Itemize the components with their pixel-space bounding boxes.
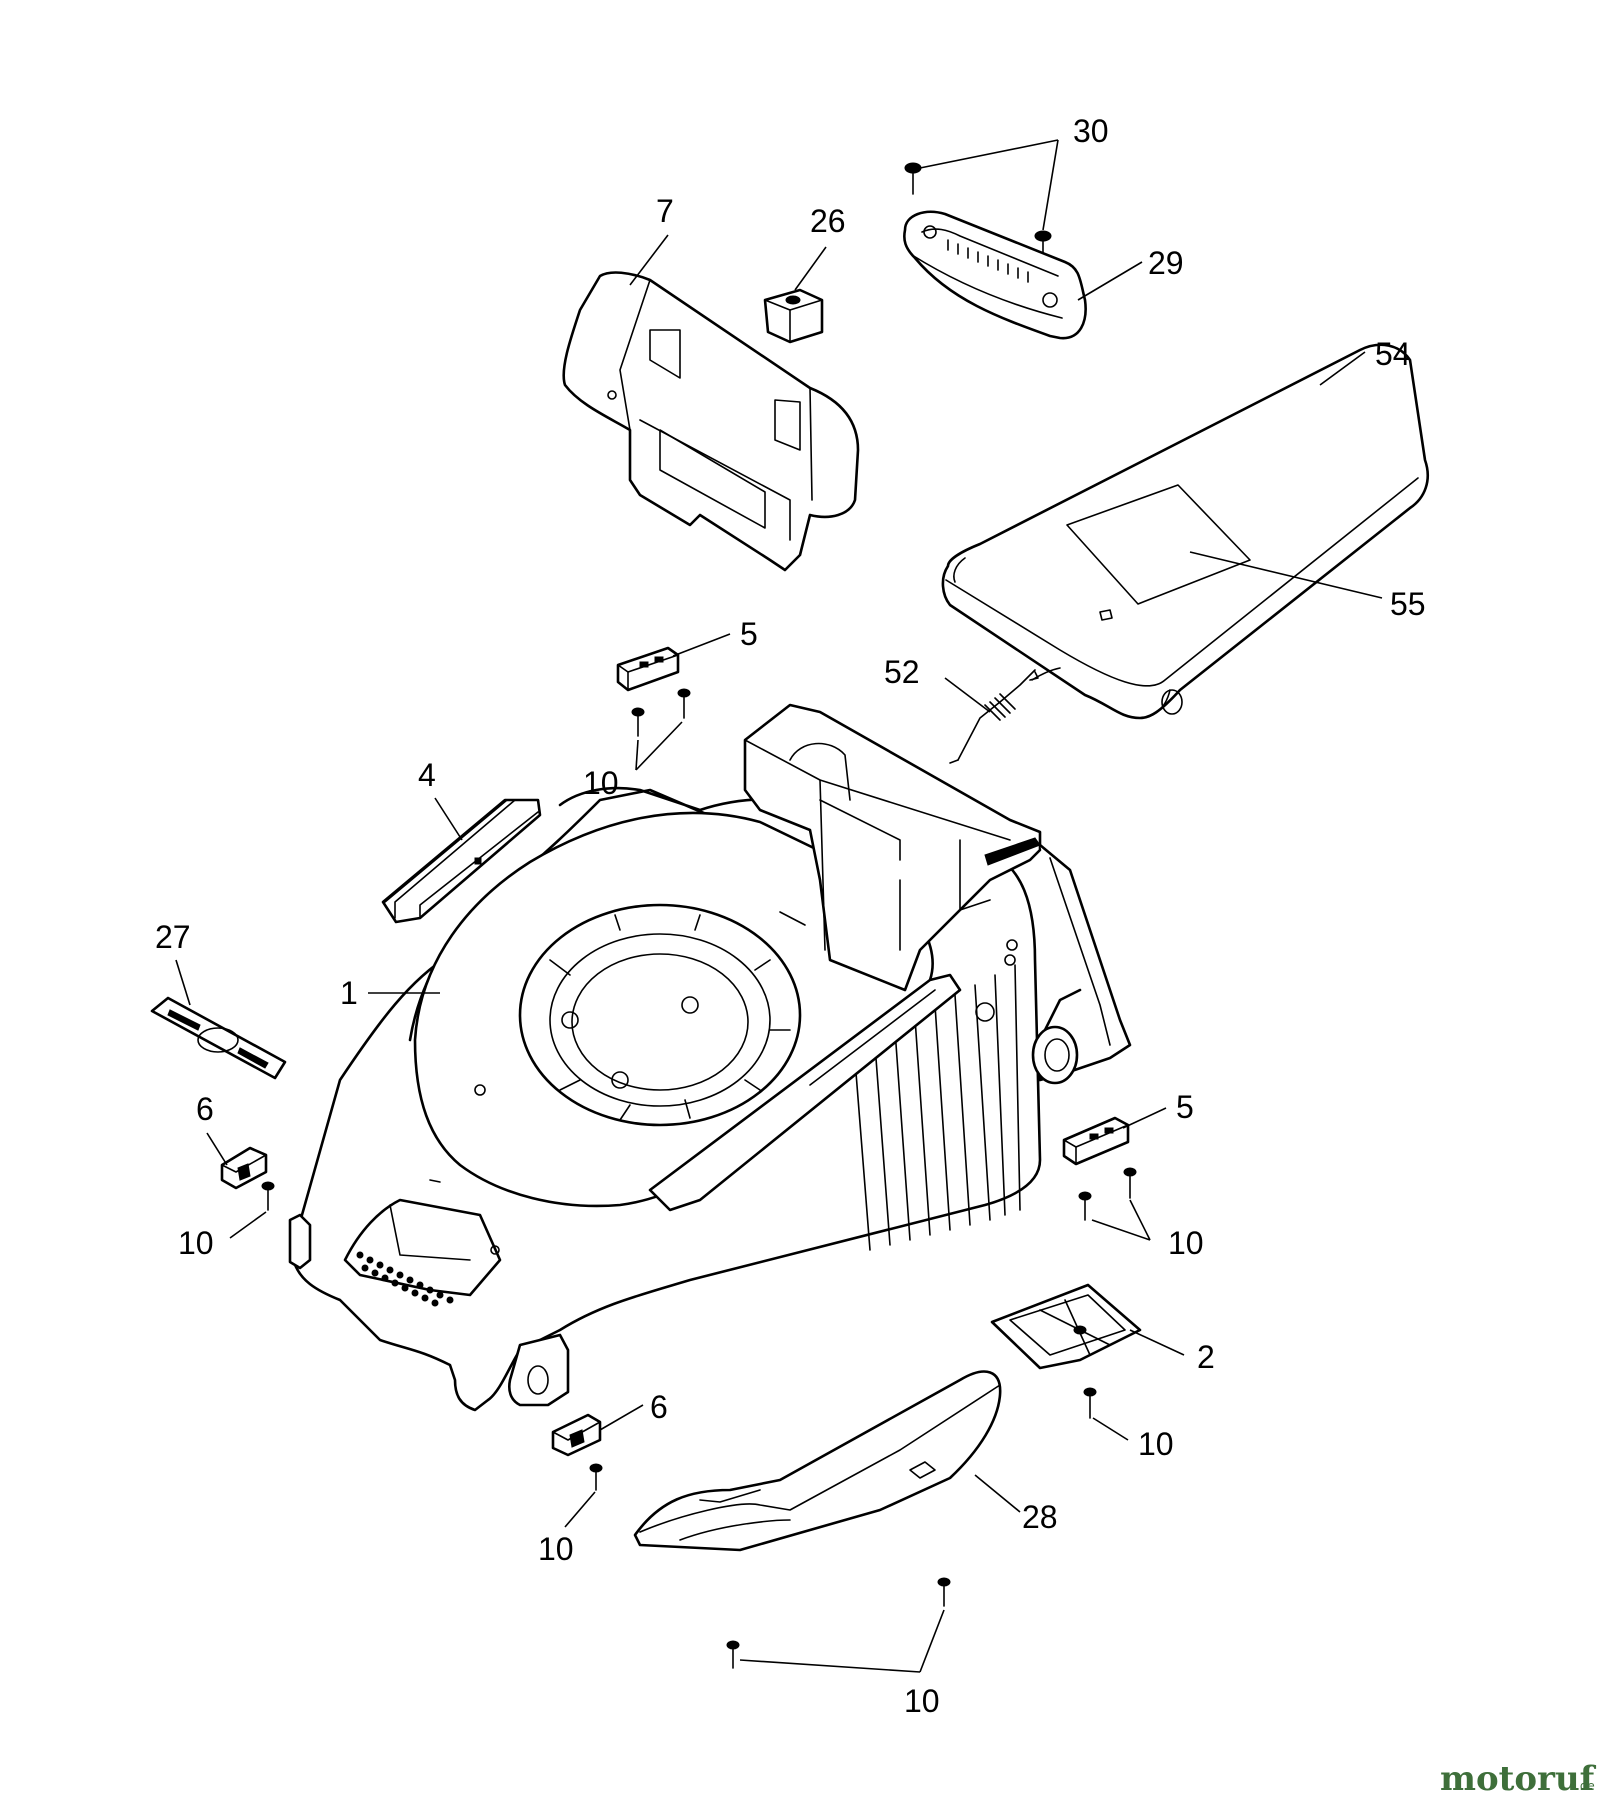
callout-30: 30 <box>1073 113 1109 149</box>
front-vent-dots <box>356 1251 454 1307</box>
callout-10-right: 10 <box>1168 1225 1204 1261</box>
callout-10-upper: 10 <box>583 765 619 801</box>
callout-7: 7 <box>656 193 674 229</box>
callout-6-lower: 6 <box>650 1389 668 1425</box>
part-10-screw-lower-left <box>589 1463 603 1491</box>
callout-labels: 30 7 26 29 54 55 5 52 10 4 27 1 6 5 10 1… <box>155 113 1426 1719</box>
part-10-screws-upper <box>631 688 691 737</box>
callout-10-left: 10 <box>178 1225 214 1261</box>
part-54-lid <box>941 343 1430 720</box>
svg-text:.de: .de <box>1576 1779 1595 1793</box>
part-7-handle-bracket <box>562 271 860 572</box>
callout-28: 28 <box>1022 1499 1058 1535</box>
part-10-screws-bottom <box>726 1577 951 1669</box>
callout-10-bottom: 10 <box>904 1683 940 1719</box>
callout-29: 29 <box>1148 245 1184 281</box>
part-5-clip-lower <box>1062 1116 1130 1166</box>
part-29-handle-grip <box>903 210 1087 340</box>
callout-5-upper: 5 <box>740 616 758 652</box>
part-27-badge-label <box>150 996 287 1080</box>
part-5-clip-upper <box>616 646 680 692</box>
part-6-latch-lower <box>551 1413 602 1457</box>
callout-27: 27 <box>155 919 191 955</box>
callout-2: 2 <box>1197 1339 1215 1375</box>
callout-54: 54 <box>1375 336 1411 372</box>
part-4-side-bar <box>381 798 542 924</box>
motor-ring-fins <box>549 914 791 1121</box>
callout-6-left: 6 <box>196 1091 214 1127</box>
grip-ribs <box>947 239 1029 283</box>
callout-55: 55 <box>1390 586 1426 622</box>
part-28-front-bumper <box>633 1370 1002 1552</box>
part-2-cover-plate <box>990 1283 1142 1370</box>
part-52-spring <box>949 667 1061 764</box>
callout-26: 26 <box>810 203 846 239</box>
part-26-plug <box>763 288 824 344</box>
part-10-screw-left <box>261 1181 275 1211</box>
callout-1: 1 <box>340 975 358 1011</box>
leader-lines <box>175 139 1383 1673</box>
callout-5-lower: 5 <box>1176 1089 1194 1125</box>
callout-52: 52 <box>884 654 920 690</box>
part-1-housing-deck <box>288 703 1132 1412</box>
callout-10-plate: 10 <box>1138 1426 1174 1462</box>
part-10-screws-right <box>1078 1167 1137 1221</box>
part-10-screw-plate <box>1083 1387 1097 1419</box>
part-6-latch-left <box>220 1146 268 1190</box>
callout-4: 4 <box>418 757 436 793</box>
svg-text:motoruf: motoruf <box>1440 1759 1597 1799</box>
watermark-logo: motoruf .de <box>1440 1759 1597 1799</box>
callout-10-lower-left: 10 <box>538 1531 574 1567</box>
